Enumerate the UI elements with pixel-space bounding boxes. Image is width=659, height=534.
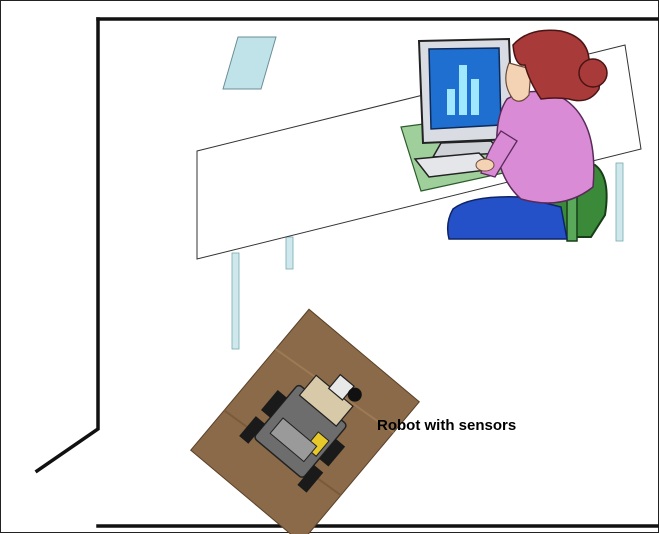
robot-photo-icon — [190, 308, 420, 534]
window-icon — [222, 36, 277, 90]
desk-leg — [231, 252, 240, 350]
woman-at-computer-icon — [400, 29, 608, 242]
room-walls — [34, 17, 659, 528]
robot-label: Robot with sensors — [377, 417, 517, 434]
corner-wall-line — [34, 17, 100, 474]
desk-leg — [615, 162, 624, 242]
desk-leg — [285, 236, 294, 270]
